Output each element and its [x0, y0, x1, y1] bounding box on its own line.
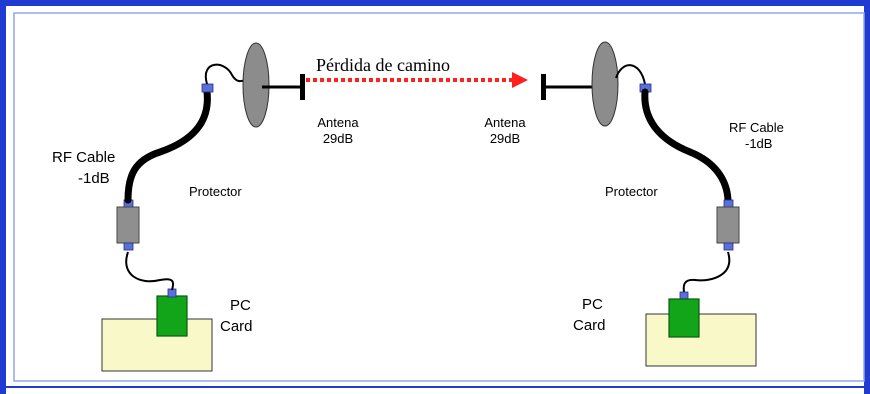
right-pc-chip — [668, 298, 700, 338]
right-cable-label-line2: -1dB — [745, 136, 773, 151]
right-antenna-label-line1: Antena — [484, 115, 526, 130]
arrowhead-icon — [512, 72, 528, 88]
left-pc-label-line1: PC — [230, 297, 251, 314]
left-cable-connector — [201, 83, 214, 93]
path-loss-label: Pérdida de camino — [316, 55, 450, 75]
left-dish-icon — [242, 42, 270, 128]
left-pc-label-line2: Card — [220, 318, 253, 335]
frame-right-bar — [864, 0, 870, 394]
right-feed-head — [541, 74, 546, 100]
right-pc-label-line1: PC — [582, 296, 603, 313]
left-antenna-label-line1: Antena — [317, 115, 359, 130]
right-rf-cable — [641, 88, 732, 204]
left-pc-chip — [156, 295, 188, 337]
frame-top-bar — [0, 0, 870, 6]
right-thin-cable-upper — [615, 64, 646, 85]
right-protector-label: Protector — [605, 184, 658, 199]
right-pc-card-box — [645, 313, 757, 367]
right-pc-label-line2: Card — [573, 317, 606, 334]
left-cable-label-line1: RF Cable — [52, 149, 116, 166]
frame-bottom-line — [6, 386, 864, 388]
right-station — [541, 41, 757, 367]
right-dish-icon — [591, 41, 619, 127]
left-cable-label-line2: -1dB — [78, 170, 110, 187]
left-chip-connector — [167, 288, 177, 298]
left-thin-cable-lower — [125, 251, 175, 291]
right-thin-cable-lower — [682, 251, 731, 293]
inner-border — [13, 12, 865, 382]
path-loss-arrow — [306, 72, 528, 88]
right-protector-connector-top — [723, 199, 734, 208]
left-antenna-label-line2: 29dB — [322, 131, 354, 146]
left-thin-cable-upper — [204, 63, 247, 85]
left-feed-head — [300, 74, 305, 100]
right-cable-label-line1: RF Cable — [729, 120, 784, 135]
right-protector-connector-bottom — [723, 242, 734, 251]
left-protector-connector-bottom — [123, 242, 134, 251]
right-antenna-label-line2: 29dB — [489, 131, 521, 146]
left-protector-label: Protector — [189, 184, 242, 199]
left-protector-icon — [116, 206, 140, 244]
frame-left-bar — [0, 0, 6, 394]
right-protector-icon — [716, 206, 740, 244]
left-station — [101, 42, 305, 372]
left-rf-cable — [124, 88, 211, 204]
